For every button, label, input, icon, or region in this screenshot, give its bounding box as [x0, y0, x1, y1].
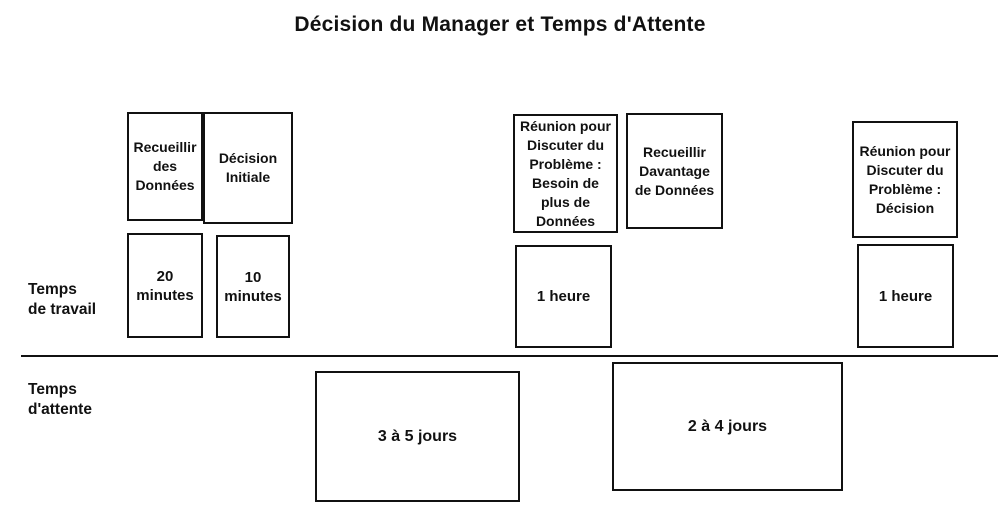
task-box-meeting-need-more-data: Réunion pour Discuter du Problème : Beso… — [513, 114, 618, 233]
task-box-initial-decision: Décision Initiale — [203, 112, 293, 224]
wait-time-box-2-4-days: 2 à 4 jours — [612, 362, 843, 491]
row-label-work-time: Temps de travail — [28, 281, 97, 318]
task-box-initial-decision-label: Décision Initiale — [218, 150, 278, 185]
work-time-box-10min: 10 minutes — [216, 235, 290, 338]
work-time-box-1h-first: 1 heure — [515, 245, 612, 348]
work-time-box-1h-first-label: 1 heure — [536, 288, 591, 305]
task-box-collect-more-data-label: Recueillir Davantage de Données — [634, 143, 715, 198]
work-time-box-1h-second-label: 1 heure — [878, 287, 933, 305]
row-label-wait-time: Temps d'attente — [28, 381, 92, 418]
work-time-box-20min: 20 minutes — [127, 233, 203, 338]
wait-time-box-3-5-days-label: 3 à 5 jours — [377, 427, 458, 445]
wait-time-box-3-5-days: 3 à 5 jours — [315, 371, 520, 502]
task-box-collect-data-label: Recueillir des Données — [133, 139, 197, 193]
task-box-meeting-need-more-data-label: Réunion pour Discuter du Problème : Beso… — [520, 117, 611, 229]
work-time-box-10min-label: 10 minutes — [224, 268, 282, 305]
task-box-meeting-decision: Réunion pour Discuter du Problème : Déci… — [852, 121, 958, 238]
work-time-box-20min-label: 20 minutes — [136, 267, 194, 304]
work-time-box-1h-second: 1 heure — [857, 244, 954, 348]
wait-time-box-2-4-days-label: 2 à 4 jours — [687, 417, 768, 435]
diagram-title: Décision du Manager et Temps d'Attente — [294, 13, 706, 36]
task-box-collect-more-data: Recueillir Davantage de Données — [626, 113, 723, 229]
task-box-collect-data: Recueillir des Données — [127, 112, 203, 221]
divider-line — [21, 355, 998, 357]
task-box-meeting-decision-label: Réunion pour Discuter du Problème : Déci… — [859, 142, 951, 216]
